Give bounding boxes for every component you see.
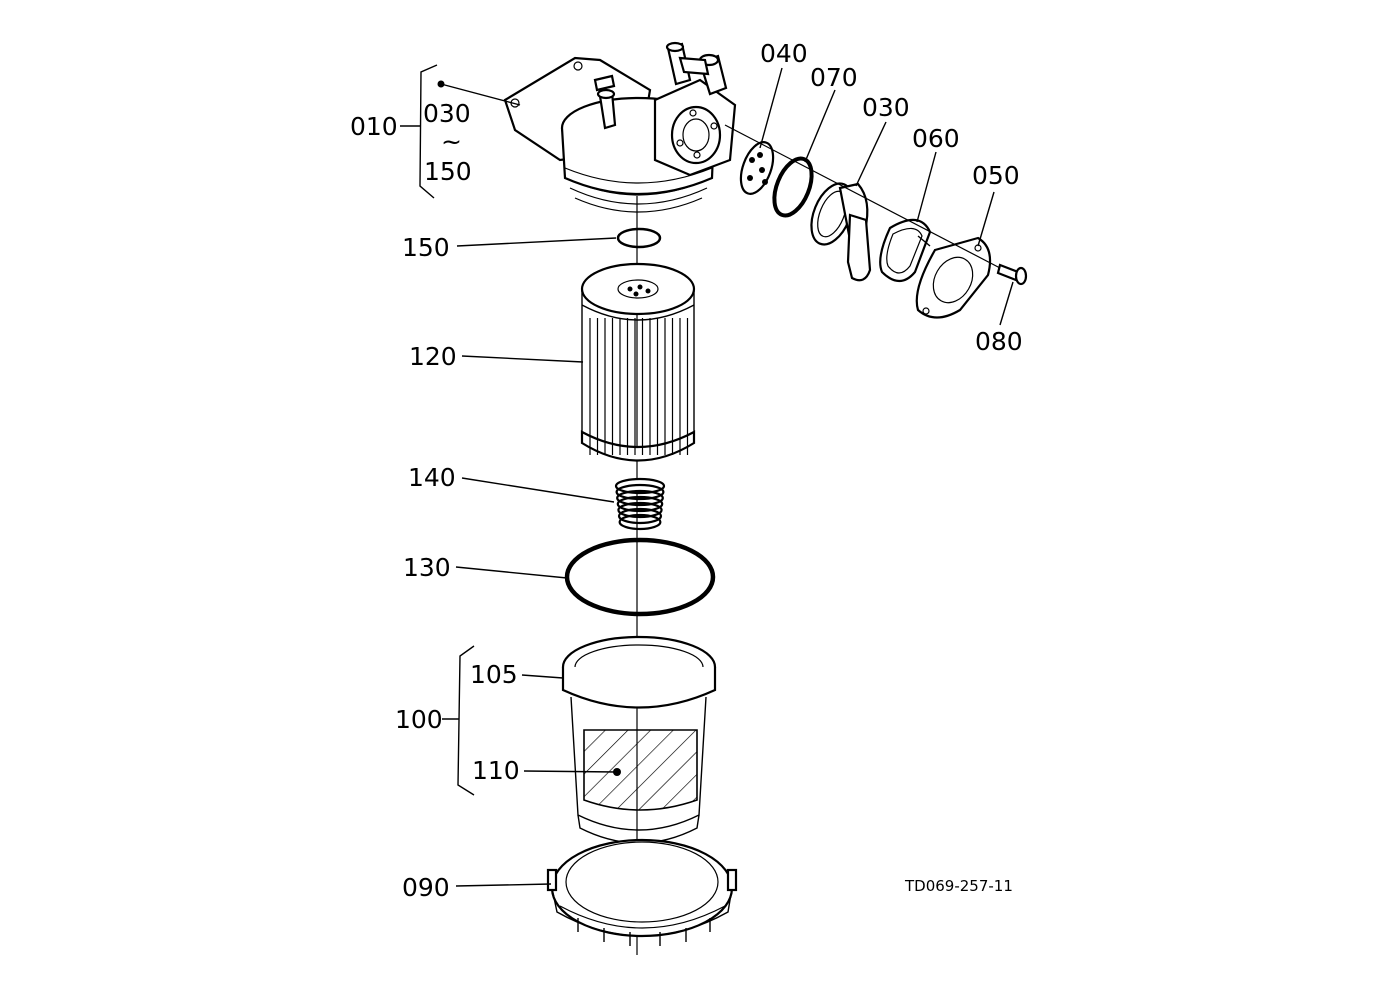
part-030-cock-valve [810,182,872,282]
label-150-range-end: 150 [424,157,472,186]
leader-lines [400,64,1014,887]
part-060-gasket [879,218,932,283]
label-120: 120 [409,342,457,371]
part-140-spring [614,477,666,531]
part-090-ring-nut [546,838,738,946]
label-010: 010 [350,112,398,141]
label-100: 100 [395,705,443,734]
label-110: 110 [472,756,520,785]
label-105: 105 [470,660,518,689]
part-labels: 010 030 ~ 150 040 070 030 060 050 080 15… [350,39,1023,902]
part-050-plate [915,236,992,319]
label-030: 030 [862,93,910,122]
label-040: 040 [760,39,808,68]
label-080: 080 [975,327,1023,356]
drawing-code: TD069-257-11 [904,877,1013,895]
part-080-screw [996,263,1028,286]
label-070: 070 [810,63,858,92]
part-120-filter-element [580,262,696,462]
part-010-filter-head [503,41,737,213]
part-040-disc [739,141,775,195]
label-090: 090 [402,873,450,902]
part-100-cup-assembly [561,635,717,844]
part-130-o-ring [564,537,716,617]
label-050: 050 [972,161,1020,190]
label-140: 140 [408,463,456,492]
part-150-o-ring [616,227,662,249]
label-tilde: ~ [441,127,462,156]
part-110-sight-window [583,729,698,811]
label-150: 150 [402,233,450,262]
label-130: 130 [403,553,451,582]
label-060: 060 [912,124,960,153]
label-030-range-start: 030 [423,99,471,128]
part-070-o-ring [772,156,814,218]
